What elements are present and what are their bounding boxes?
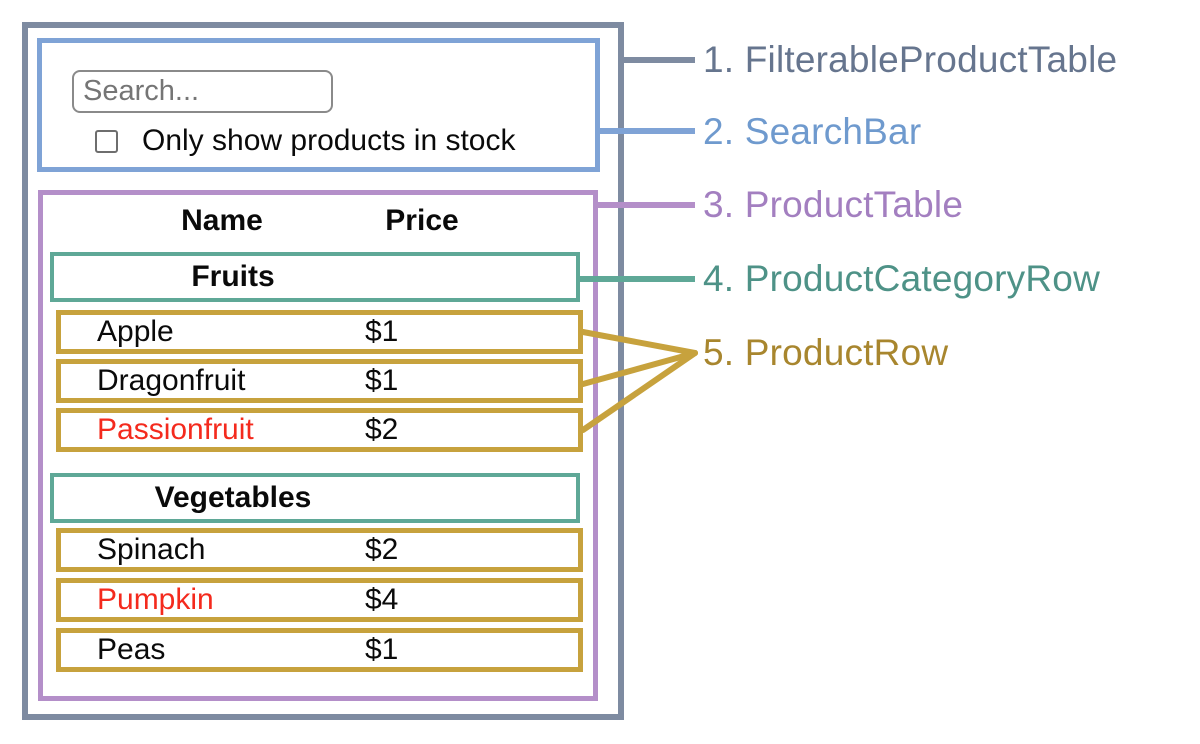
legend-label-product-table: 3. ProductTable	[703, 184, 964, 225]
product-name: Pumpkin	[97, 583, 214, 616]
legend-label-search-bar: 2. SearchBar	[703, 111, 922, 152]
product-row-spinach: Spinach $2	[56, 528, 583, 572]
connector-line-filterable-product-table	[618, 57, 695, 63]
product-row-passionfruit: Passionfruit $2	[56, 408, 583, 452]
legend-label-product-category-row: 4. ProductCategoryRow	[703, 258, 1100, 299]
product-price: $1	[365, 315, 399, 348]
category-label: Fruits	[191, 260, 275, 293]
search-input[interactable]	[72, 70, 333, 113]
product-price: $4	[365, 583, 399, 616]
connector-line-search-bar	[598, 128, 695, 134]
product-name: Peas	[97, 633, 166, 666]
product-price: $1	[365, 364, 399, 397]
product-name: Spinach	[97, 533, 206, 566]
category-label: Vegetables	[154, 481, 312, 514]
legend-label-product-row: 5. ProductRow	[703, 332, 949, 373]
in-stock-checkbox-label: Only show products in stock	[142, 124, 516, 157]
product-price: $2	[365, 413, 399, 446]
product-name: Passionfruit	[97, 413, 254, 446]
connector-line-product-category-row	[578, 276, 695, 282]
product-row-apple: Apple $1	[56, 310, 583, 354]
product-price: $1	[365, 633, 399, 666]
product-row-pumpkin: Pumpkin $4	[56, 578, 583, 622]
product-name: Dragonfruit	[97, 364, 246, 397]
category-row-vegetables: Vegetables	[50, 473, 580, 523]
product-name: Apple	[97, 315, 174, 348]
price-column-header: Price	[385, 204, 459, 237]
connector-line-product-table	[596, 202, 695, 208]
product-row-peas: Peas $1	[56, 628, 583, 672]
product-row-dragonfruit: Dragonfruit $1	[56, 359, 583, 403]
legend-label-filterable-product-table: 1. FilterableProductTable	[703, 39, 1118, 80]
connector-lines-product-row	[580, 329, 698, 433]
in-stock-checkbox[interactable]	[95, 130, 118, 153]
name-column-header: Name	[181, 204, 263, 237]
product-price: $2	[365, 533, 399, 566]
category-row-fruits: Fruits	[50, 252, 580, 302]
